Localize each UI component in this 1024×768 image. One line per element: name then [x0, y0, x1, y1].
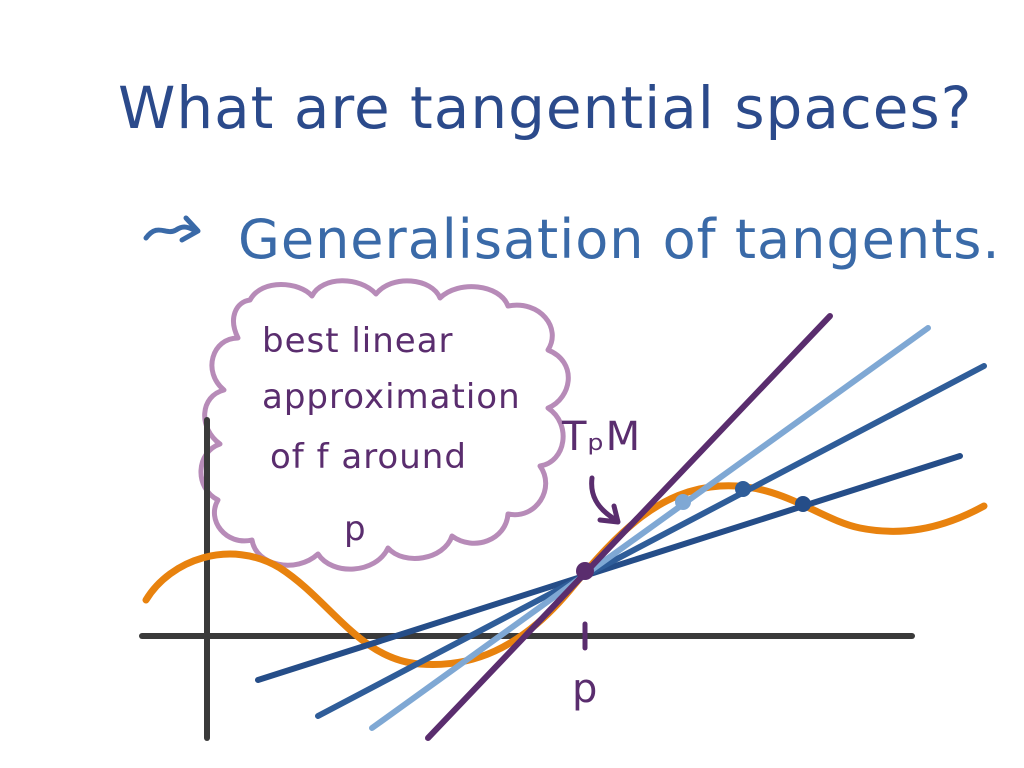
cloud-line-3: of f around [270, 437, 467, 477]
secant-point-far [795, 496, 811, 512]
cloud-line-4: p [344, 509, 367, 549]
tangent-line [425, 313, 833, 741]
secant-point-mid [735, 481, 751, 497]
secant-line-mid [315, 363, 987, 719]
cloud-line-1: best linear [262, 321, 454, 361]
curved-arrow-icon [589, 475, 621, 525]
thought-cloud [198, 278, 571, 572]
secant-point-near [675, 494, 691, 510]
secant-line-near [369, 325, 931, 731]
tangent-space-label: TₚM [561, 414, 641, 460]
title: What are tangential spaces? [118, 74, 972, 142]
subtitle: Generalisation of tangents. [238, 208, 1001, 271]
cloud-line-2: approximation [262, 377, 521, 417]
secant-line-far [255, 453, 963, 683]
squiggle-arrow-icon [143, 215, 201, 243]
tangent-point [576, 562, 594, 580]
p-axis-label: p [572, 666, 598, 712]
